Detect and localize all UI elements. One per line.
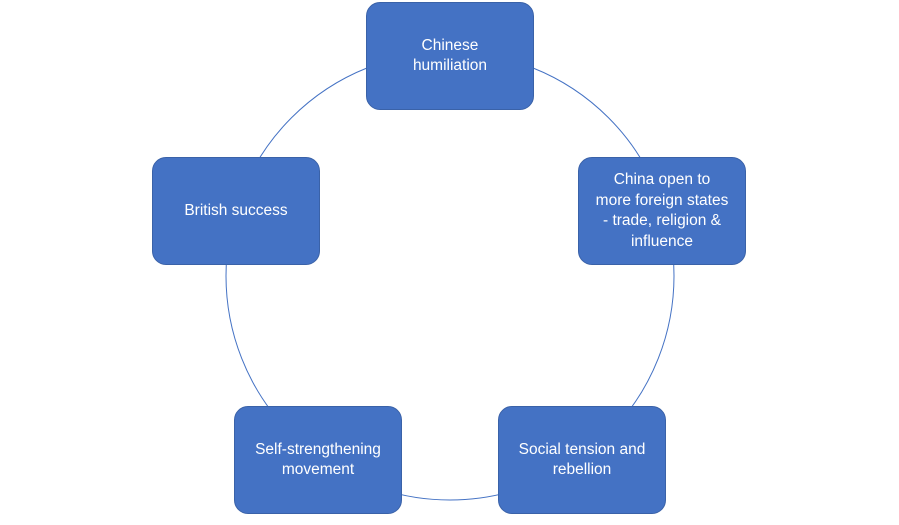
cycle-node-label: British success — [184, 201, 288, 219]
cycle-node-china-open-to-foreign-states: China open to more foreign states - trad… — [578, 157, 746, 265]
cycle-node-british-success: British success — [152, 157, 320, 265]
cycle-node-label: Chinese humiliation — [412, 36, 488, 75]
cycle-node-social-tension-and-rebellion: Social tension and rebellion — [498, 406, 666, 514]
cycle-node-self-strengthening-movement: Self-strengthening movement — [234, 406, 402, 514]
cycle-node-label: Self-strengthening movement — [255, 440, 381, 479]
cycle-node-label: Social tension and rebellion — [518, 440, 646, 479]
cycle-node-label: China open to more foreign states - trad… — [595, 171, 729, 250]
cycle-node-chinese-humiliation: Chinese humiliation — [366, 2, 534, 110]
